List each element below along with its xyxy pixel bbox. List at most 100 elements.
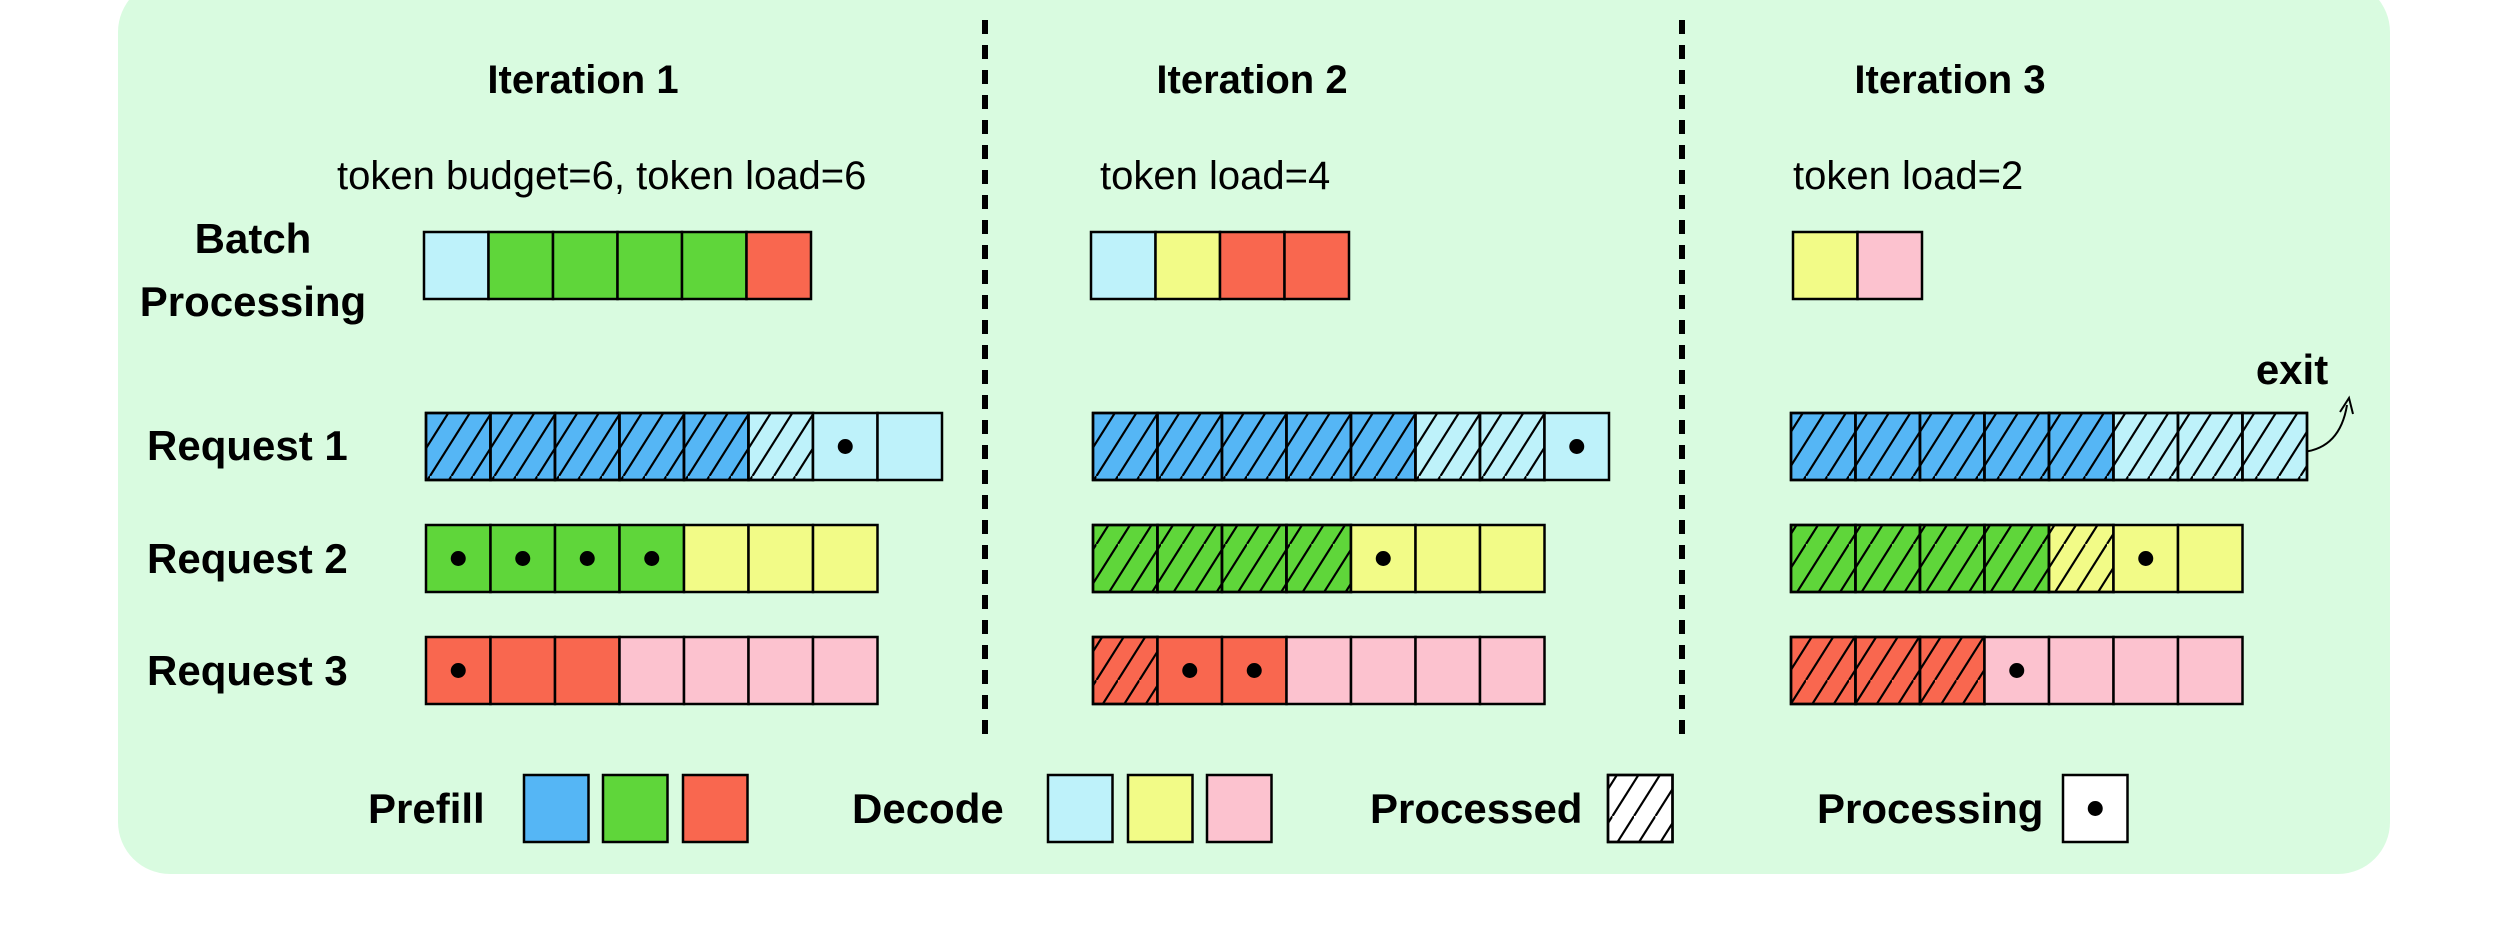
request-1-cell-iter1-6 xyxy=(747,411,815,482)
legend-processed-label: Processed xyxy=(1370,785,1582,832)
request-3-cell-iter3-6 xyxy=(2112,635,2180,706)
legend-processing-swatch xyxy=(2061,773,2129,844)
legend-prefill-swatch-3 xyxy=(681,773,749,844)
iteration-2-info: token load=4 xyxy=(1100,154,1330,198)
request-2-cell-iter1-1 xyxy=(424,523,492,594)
request-1-cell-iter3-7 xyxy=(2176,411,2244,482)
request-2-cell-iter1-7 xyxy=(811,523,879,594)
request-2-cell-iter1-3 xyxy=(553,523,621,594)
request-3-cell-iter2-6 xyxy=(1414,635,1482,706)
request-3-cell-iter3-4 xyxy=(1983,635,2051,706)
request-1-cell-iter2-3 xyxy=(1220,411,1288,482)
exit-arrow-head xyxy=(2339,395,2354,415)
legend-processing-label: Processing xyxy=(1817,785,2043,832)
request-2-cell-iter2-1 xyxy=(1091,523,1159,594)
token-cells xyxy=(422,230,2309,844)
request-1-cell-iter1-7 xyxy=(811,411,879,482)
batch-cell-iter3-2 xyxy=(1856,230,1924,301)
request-1-cell-iter3-2 xyxy=(1854,411,1922,482)
legend-decode-swatch-2 xyxy=(1126,773,1194,844)
request-2-cell-iter3-2 xyxy=(1854,523,1922,594)
request-1-label: Request 1 xyxy=(147,422,348,469)
request-3-cell-iter1-2 xyxy=(489,635,557,706)
exit-label: exit xyxy=(2256,346,2328,393)
request-3-cell-iter3-3 xyxy=(1918,635,1986,706)
iteration-1-title: Iteration 1 xyxy=(487,58,678,102)
exit-arrow xyxy=(2302,404,2348,453)
request-1-cell-iter2-6 xyxy=(1414,411,1482,482)
request-2-cell-iter2-5 xyxy=(1349,523,1417,594)
request-1-cell-iter2-7 xyxy=(1478,411,1546,482)
request-2-cell-iter2-7 xyxy=(1478,523,1546,594)
request-3-cell-iter1-7 xyxy=(811,635,879,706)
legend-decode-label: Decode xyxy=(852,785,1004,832)
request-1-cell-iter3-4 xyxy=(1983,411,2051,482)
request-1-cell-iter3-8 xyxy=(2241,411,2309,482)
batch-cell-iter1-5 xyxy=(680,230,748,301)
request-3-cell-iter3-2 xyxy=(1854,635,1922,706)
request-1-cell-iter2-4 xyxy=(1285,411,1353,482)
batch-cell-iter2-1 xyxy=(1089,230,1157,301)
request-1-cell-iter1-3 xyxy=(553,411,621,482)
request-1-cell-iter1-8 xyxy=(876,411,944,482)
request-3-cell-iter2-7 xyxy=(1478,635,1546,706)
request-3-cell-iter1-1 xyxy=(424,635,492,706)
batch-cell-iter2-2 xyxy=(1154,230,1222,301)
request-3-cell-iter2-1 xyxy=(1091,635,1159,706)
batch-cell-iter1-6 xyxy=(745,230,813,301)
legend-prefill-swatch-1 xyxy=(522,773,590,844)
request-3-cell-iter1-4 xyxy=(618,635,686,706)
request-1-cell-iter1-4 xyxy=(618,411,686,482)
request-2-cell-iter1-2 xyxy=(489,523,557,594)
request-2-cell-iter3-1 xyxy=(1789,523,1857,594)
request-1-cell-iter3-1 xyxy=(1789,411,1857,482)
legend-processed-swatch xyxy=(1606,773,1674,844)
request-1-cell-iter3-6 xyxy=(2112,411,2180,482)
request-2-label: Request 2 xyxy=(147,535,348,582)
request-2-cell-iter3-5 xyxy=(2047,523,2115,594)
legend-decode-swatch-3 xyxy=(1205,773,1273,844)
request-1-cell-iter2-2 xyxy=(1156,411,1224,482)
batch-cell-iter2-4 xyxy=(1283,230,1351,301)
batch-label-line-2: Processing xyxy=(140,278,366,325)
request-1-cell-iter1-2 xyxy=(489,411,557,482)
request-3-cell-iter3-1 xyxy=(1789,635,1857,706)
legend-decode-swatch-1 xyxy=(1046,773,1114,844)
request-2-cell-iter1-6 xyxy=(747,523,815,594)
request-1-cell-iter3-3 xyxy=(1918,411,1986,482)
request-1-cell-iter1-5 xyxy=(682,411,750,482)
batch-cell-iter3-1 xyxy=(1791,230,1859,301)
request-1-cell-iter2-8 xyxy=(1543,411,1611,482)
batch-label-line-1: Batch xyxy=(195,215,312,262)
request-3-cell-iter1-3 xyxy=(553,635,621,706)
request-2-cell-iter1-5 xyxy=(682,523,750,594)
legend-prefill-label: Prefill xyxy=(368,785,485,832)
request-1-cell-iter2-1 xyxy=(1091,411,1159,482)
iteration-1-info: token budget=6, token load=6 xyxy=(337,154,866,198)
legend-prefill-swatch-2 xyxy=(601,773,669,844)
batch-cell-iter1-1 xyxy=(422,230,490,301)
iteration-3-info: token load=2 xyxy=(1793,154,2023,198)
request-2-cell-iter1-4 xyxy=(618,523,686,594)
batch-cell-iter1-4 xyxy=(616,230,684,301)
request-3-cell-iter2-2 xyxy=(1156,635,1224,706)
request-3-label: Request 3 xyxy=(147,647,348,694)
request-3-cell-iter2-5 xyxy=(1349,635,1417,706)
batch-cell-iter2-3 xyxy=(1218,230,1286,301)
batch-cell-iter1-2 xyxy=(487,230,555,301)
request-3-cell-iter3-7 xyxy=(2176,635,2244,706)
batch-cell-iter1-3 xyxy=(551,230,619,301)
request-1-cell-iter3-5 xyxy=(2047,411,2115,482)
request-3-cell-iter1-5 xyxy=(682,635,750,706)
request-3-cell-iter2-3 xyxy=(1220,635,1288,706)
request-2-cell-iter3-6 xyxy=(2112,523,2180,594)
request-1-cell-iter2-5 xyxy=(1349,411,1417,482)
request-2-cell-iter3-3 xyxy=(1918,523,1986,594)
request-1-cell-iter1-1 xyxy=(424,411,492,482)
request-3-cell-iter1-6 xyxy=(747,635,815,706)
request-2-cell-iter3-4 xyxy=(1983,523,2051,594)
iteration-2-title: Iteration 2 xyxy=(1156,58,1347,102)
request-2-cell-iter2-6 xyxy=(1414,523,1482,594)
request-2-cell-iter2-4 xyxy=(1285,523,1353,594)
